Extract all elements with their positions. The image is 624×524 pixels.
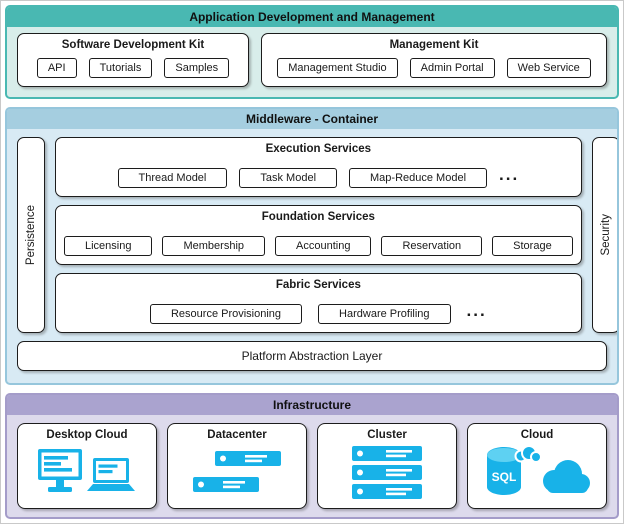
execution-more-ellipsis: ... (499, 164, 520, 184)
management-item-admin-portal: Admin Portal (409, 58, 495, 78)
laptop-icon (87, 458, 135, 491)
execution-services-title: Execution Services (265, 143, 372, 155)
infrastructure-section-title: Infrastructure (7, 395, 617, 415)
execution-services-items: Thread Model Task Model Map-Reduce Model… (56, 163, 581, 196)
infrastructure-node-datacenter: Datacenter (167, 423, 307, 509)
management-kit-card: Management Kit Management Studio Admin P… (261, 33, 607, 87)
infrastructure-node-cloud: Cloud SQL (467, 423, 607, 509)
section-application: Application Development and Management S… (5, 5, 619, 99)
middleware-services-stack: Execution Services Thread Model Task Mod… (55, 137, 582, 333)
server-unit-icon (215, 451, 281, 466)
fabric-services-title: Fabric Services (275, 279, 361, 291)
sql-cloud-icon: SQL (472, 441, 602, 505)
sql-database-icon: SQL (487, 445, 542, 495)
platform-abstraction-layer: Platform Abstraction Layer (17, 341, 607, 371)
sql-cloud-icon-svg: SQL (487, 445, 590, 495)
server-unit-icon (352, 484, 422, 499)
execution-item-mapreduce-model: Map-Reduce Model (349, 168, 488, 188)
cloud-shape-icon (543, 460, 590, 493)
foundation-services-card: Foundation Services Licensing Membership… (55, 205, 582, 265)
security-bar: Security (591, 137, 617, 333)
execution-item-thread-model: Thread Model (117, 168, 228, 188)
desktop-laptop-icon (22, 441, 152, 505)
sql-text: SQL (492, 470, 517, 484)
server-stack-icon (322, 441, 452, 505)
fabric-item-resource-provisioning: Resource Provisioning (149, 304, 303, 324)
middleware-services-row: Persistence Execution Services Thread Mo… (17, 137, 617, 333)
fabric-more-ellipsis: ... (466, 300, 487, 320)
management-item-web-service: Web Service (506, 58, 591, 78)
middleware-section-title: Middleware - Container (7, 109, 617, 129)
fabric-services-items: Resource Provisioning Hardware Profiling… (56, 299, 581, 332)
execution-services-card: Execution Services Thread Model Task Mod… (55, 137, 582, 197)
server-unit-icon (352, 465, 422, 480)
foundation-item-storage: Storage (492, 236, 573, 256)
cluster-label: Cluster (367, 429, 407, 441)
foundation-item-licensing: Licensing (64, 236, 153, 256)
application-section-title: Application Development and Management (7, 7, 617, 27)
foundation-services-items: Licensing Membership Accounting Reservat… (56, 231, 581, 264)
foundation-item-accounting: Accounting (275, 236, 372, 256)
sdk-item-tutorials: Tutorials (88, 58, 153, 78)
desktop-laptop-icon-svg (38, 449, 135, 492)
desktop-monitor-icon (38, 449, 82, 492)
server-unit-icon (193, 477, 259, 492)
section-infrastructure: Infrastructure Desktop Cloud (5, 393, 619, 519)
middleware-section-body: Persistence Execution Services Thread Mo… (7, 129, 617, 383)
server-stack-icon-svg (352, 446, 422, 499)
cloud-label: Cloud (520, 429, 554, 441)
security-label: Security (599, 214, 612, 256)
datacenter-label: Datacenter (207, 429, 267, 441)
persistence-label: Persistence (25, 204, 37, 266)
sdk-card: Software Development Kit API Tutorials S… (17, 33, 249, 87)
server-unit-icon (352, 446, 422, 461)
infrastructure-section-body: Desktop Cloud (7, 415, 617, 517)
infrastructure-node-desktop-cloud: Desktop Cloud (17, 423, 157, 509)
management-item-studio: Management Studio (277, 58, 398, 78)
sdk-items-row: API Tutorials Samples (18, 53, 248, 86)
server-units-icon (172, 441, 302, 505)
execution-item-task-model: Task Model (239, 168, 338, 188)
management-kit-title: Management Kit (389, 39, 479, 51)
fabric-item-hardware-profiling: Hardware Profiling (318, 304, 451, 324)
sdk-item-api: API (36, 58, 77, 78)
section-middleware: Middleware - Container Persistence Execu… (5, 107, 619, 385)
foundation-item-membership: Membership (162, 236, 266, 256)
sdk-item-samples: Samples (164, 58, 230, 78)
infrastructure-node-cluster: Cluster (317, 423, 457, 509)
management-kit-items-row: Management Studio Admin Portal Web Servi… (262, 53, 606, 86)
persistence-bar: Persistence (17, 137, 45, 333)
server-units-icon-svg (193, 451, 281, 492)
foundation-item-reservation: Reservation (381, 236, 483, 256)
fabric-services-card: Fabric Services Resource Provisioning Ha… (55, 273, 582, 333)
desktop-cloud-label: Desktop Cloud (46, 429, 128, 441)
foundation-services-title: Foundation Services (261, 211, 375, 223)
small-cloud-icon (514, 445, 542, 463)
application-section-body: Software Development Kit API Tutorials S… (7, 27, 617, 97)
sdk-title: Software Development Kit (61, 39, 205, 51)
